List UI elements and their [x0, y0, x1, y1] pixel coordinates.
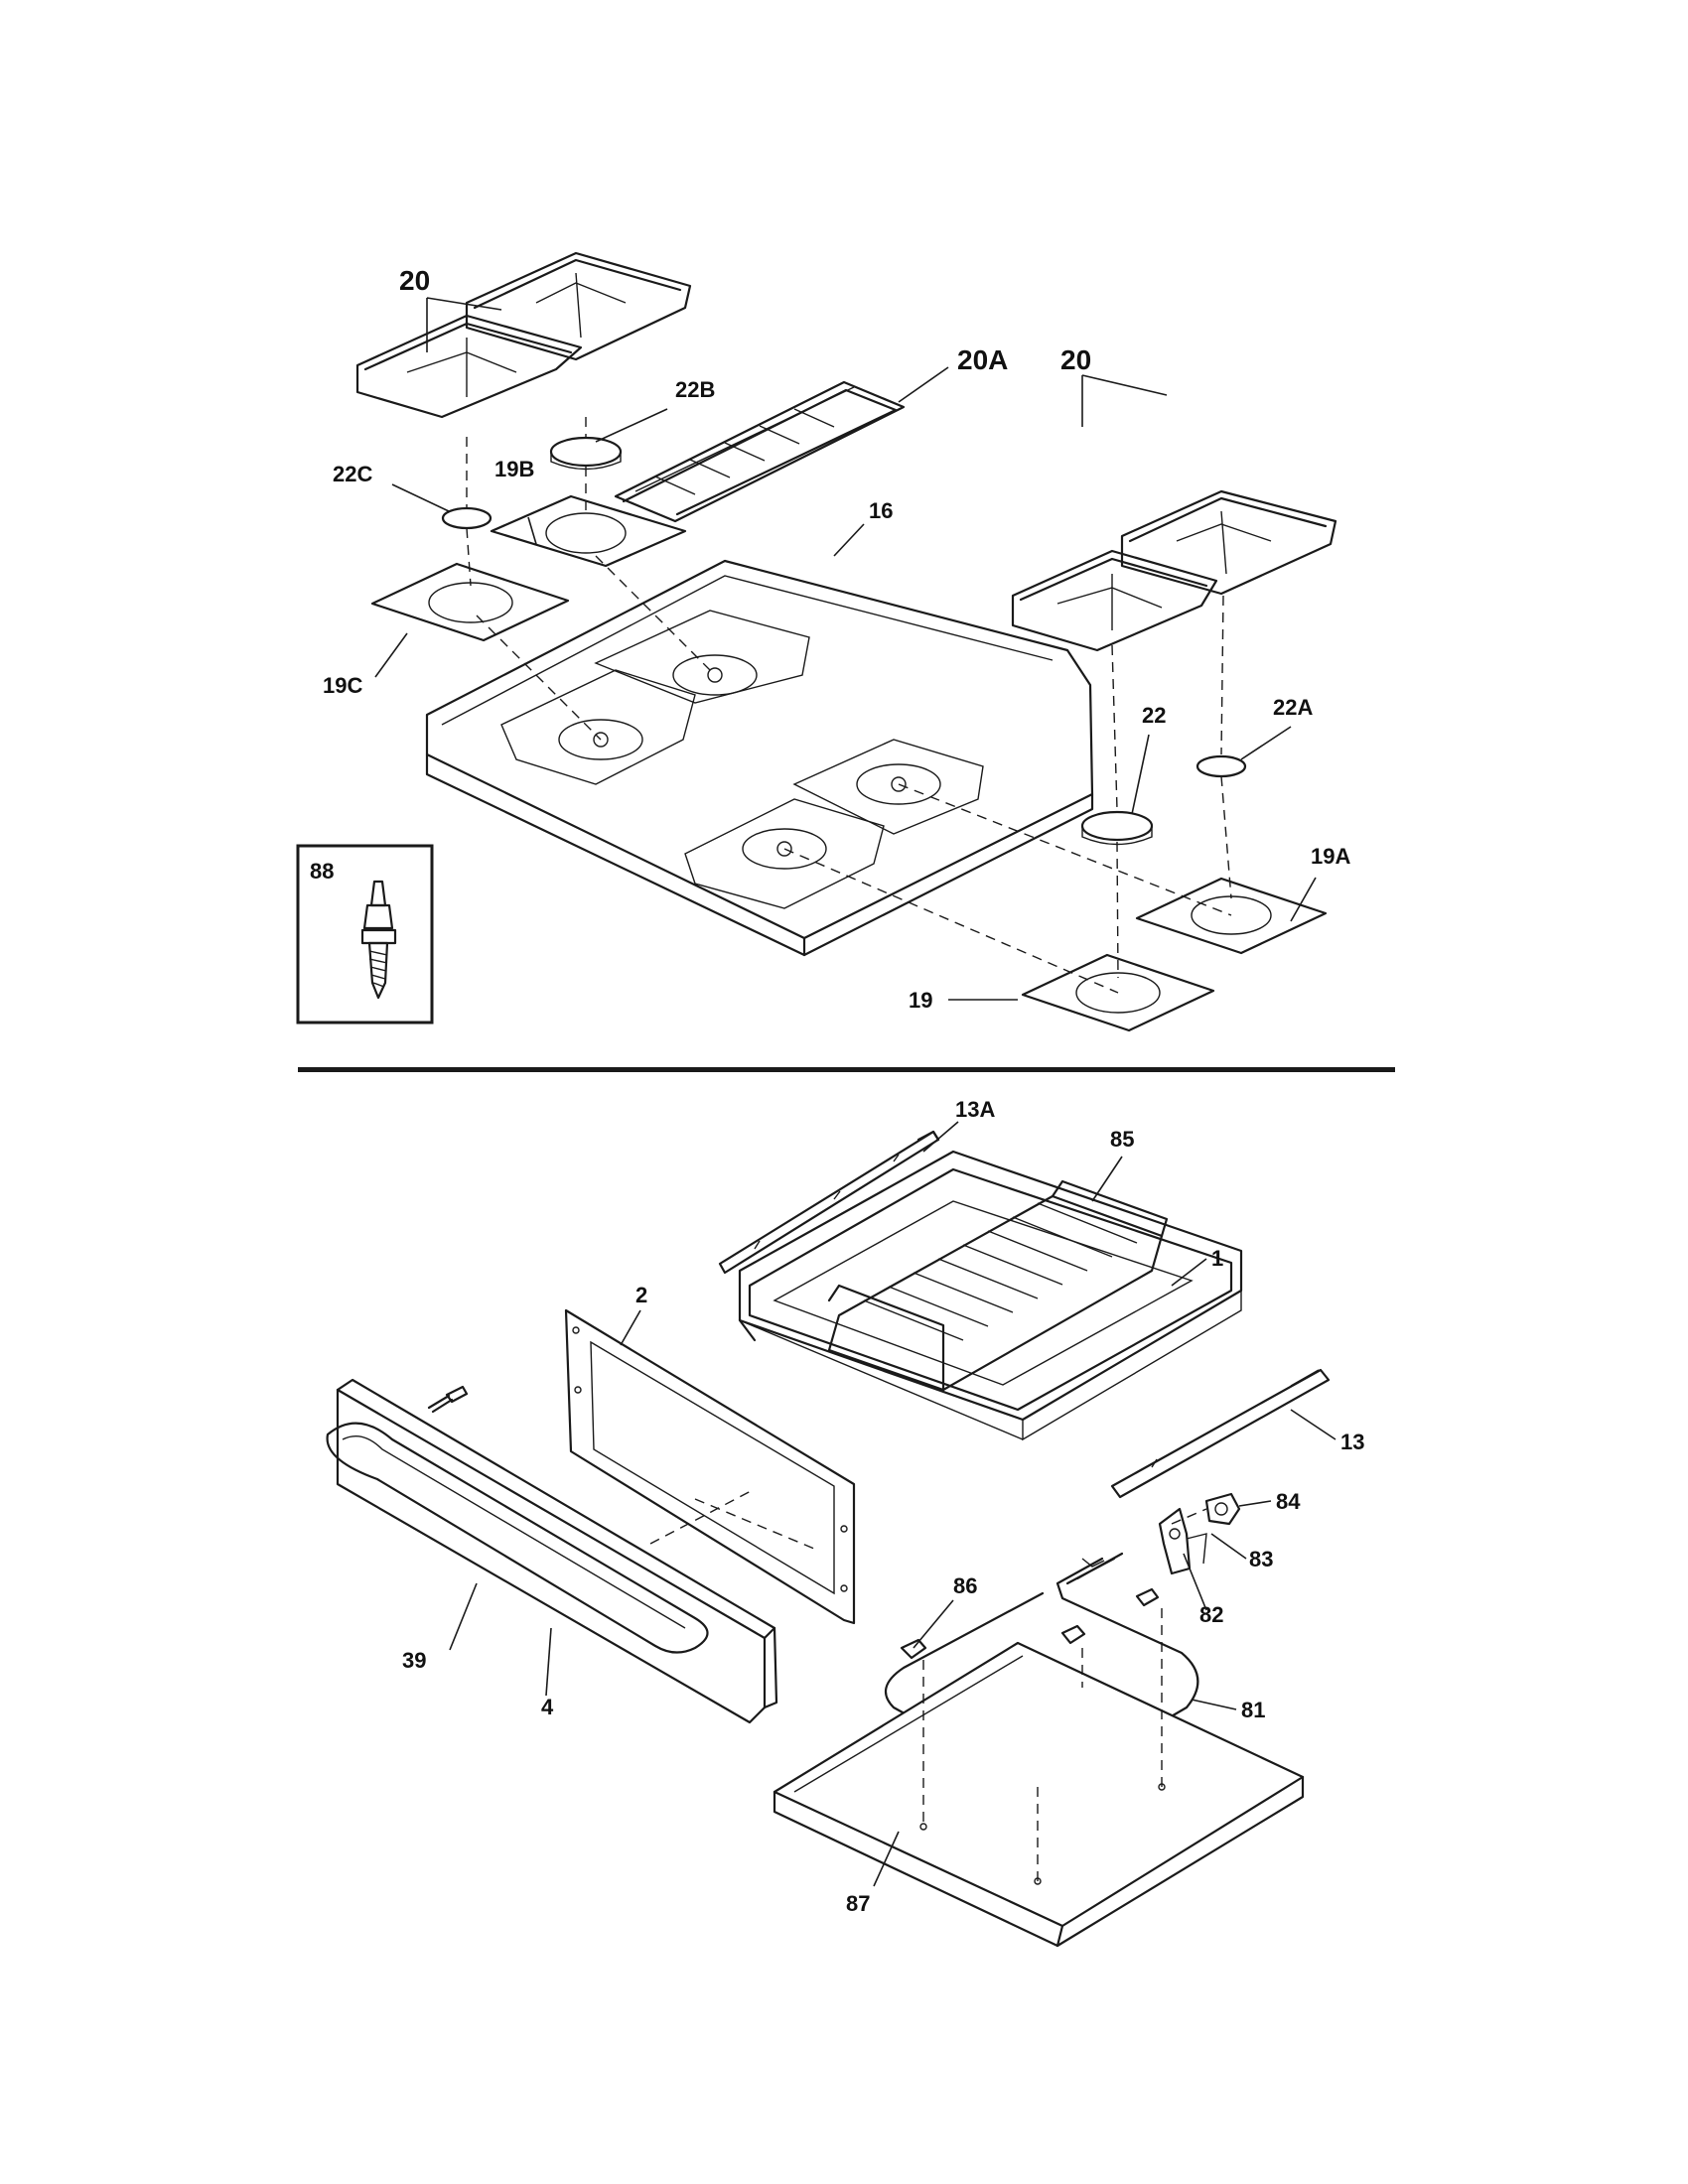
bracket-82[interactable]	[1186, 1533, 1207, 1565]
drawer-body[interactable]	[738, 1150, 1243, 1441]
label-element-81: 81	[1241, 1698, 1265, 1722]
burner-cap-22b[interactable]	[549, 436, 623, 468]
grate-left-pair[interactable]	[355, 251, 692, 419]
label-pan-19b: 19B	[494, 457, 534, 481]
label-bracket-84: 84	[1276, 1489, 1301, 1514]
slide-13[interactable]	[1110, 1368, 1331, 1499]
label-pan-19c: 19C	[323, 673, 362, 698]
panel-screw-icon[interactable]	[427, 1385, 469, 1414]
bottom-plate-87[interactable]	[773, 1641, 1305, 1948]
label-slide-13: 13	[1340, 1430, 1364, 1454]
label-clip-86: 86	[953, 1573, 977, 1598]
rack[interactable]	[827, 1179, 1169, 1392]
label-grate-right: 20	[1060, 344, 1091, 375]
bracket-83[interactable]	[1158, 1507, 1192, 1575]
label-pan-19a: 19A	[1311, 844, 1350, 869]
label-rack-85: 85	[1110, 1127, 1134, 1152]
label-cap-22c: 22C	[333, 462, 372, 486]
slide-13a[interactable]	[718, 1130, 940, 1275]
label-grate-left: 20	[399, 265, 430, 296]
handle-39[interactable]	[326, 1422, 709, 1654]
front-panel-4[interactable]	[336, 1378, 778, 1724]
burner-pan-19c[interactable]	[370, 562, 570, 642]
label-bracket-82: 82	[1199, 1602, 1223, 1627]
label-cap-22b: 22B	[675, 377, 715, 402]
label-bracket-83: 83	[1249, 1547, 1273, 1571]
burner-pan-19b[interactable]	[490, 494, 687, 568]
burner-pan-19a[interactable]	[1135, 877, 1328, 955]
clip-86c[interactable]	[1135, 1587, 1160, 1607]
cooktop[interactable]	[425, 559, 1094, 957]
bracket-84[interactable]	[1204, 1492, 1241, 1526]
grate-center[interactable]	[614, 380, 906, 523]
burner-cap-22a[interactable]	[1196, 754, 1247, 778]
label-slide-13a: 13A	[955, 1097, 995, 1122]
clip-86b[interactable]	[1060, 1624, 1086, 1645]
clip-86[interactable]	[900, 1638, 927, 1660]
screw-88-inset	[296, 844, 434, 1024]
section-divider	[298, 1067, 1395, 1072]
grate-right-pair[interactable]	[1011, 489, 1337, 652]
label-drawer-1: 1	[1211, 1246, 1223, 1271]
label-cap-22: 22	[1142, 703, 1166, 728]
label-handle-39: 39	[402, 1648, 426, 1673]
screw-88-icon[interactable]	[360, 880, 397, 1000]
label-cooktop: 16	[869, 498, 893, 523]
label-pan-19: 19	[909, 988, 932, 1013]
label-plate-87: 87	[846, 1891, 870, 1916]
burner-cap-22c[interactable]	[441, 506, 492, 530]
label-panel-4: 4	[541, 1695, 554, 1719]
liner-2[interactable]	[564, 1308, 856, 1625]
label-grate-center: 20A	[957, 344, 1008, 375]
label-cap-22a: 22A	[1273, 695, 1313, 720]
label-liner-2: 2	[635, 1283, 647, 1307]
burner-cap-22[interactable]	[1080, 810, 1154, 842]
label-screw-88: 88	[310, 859, 334, 884]
